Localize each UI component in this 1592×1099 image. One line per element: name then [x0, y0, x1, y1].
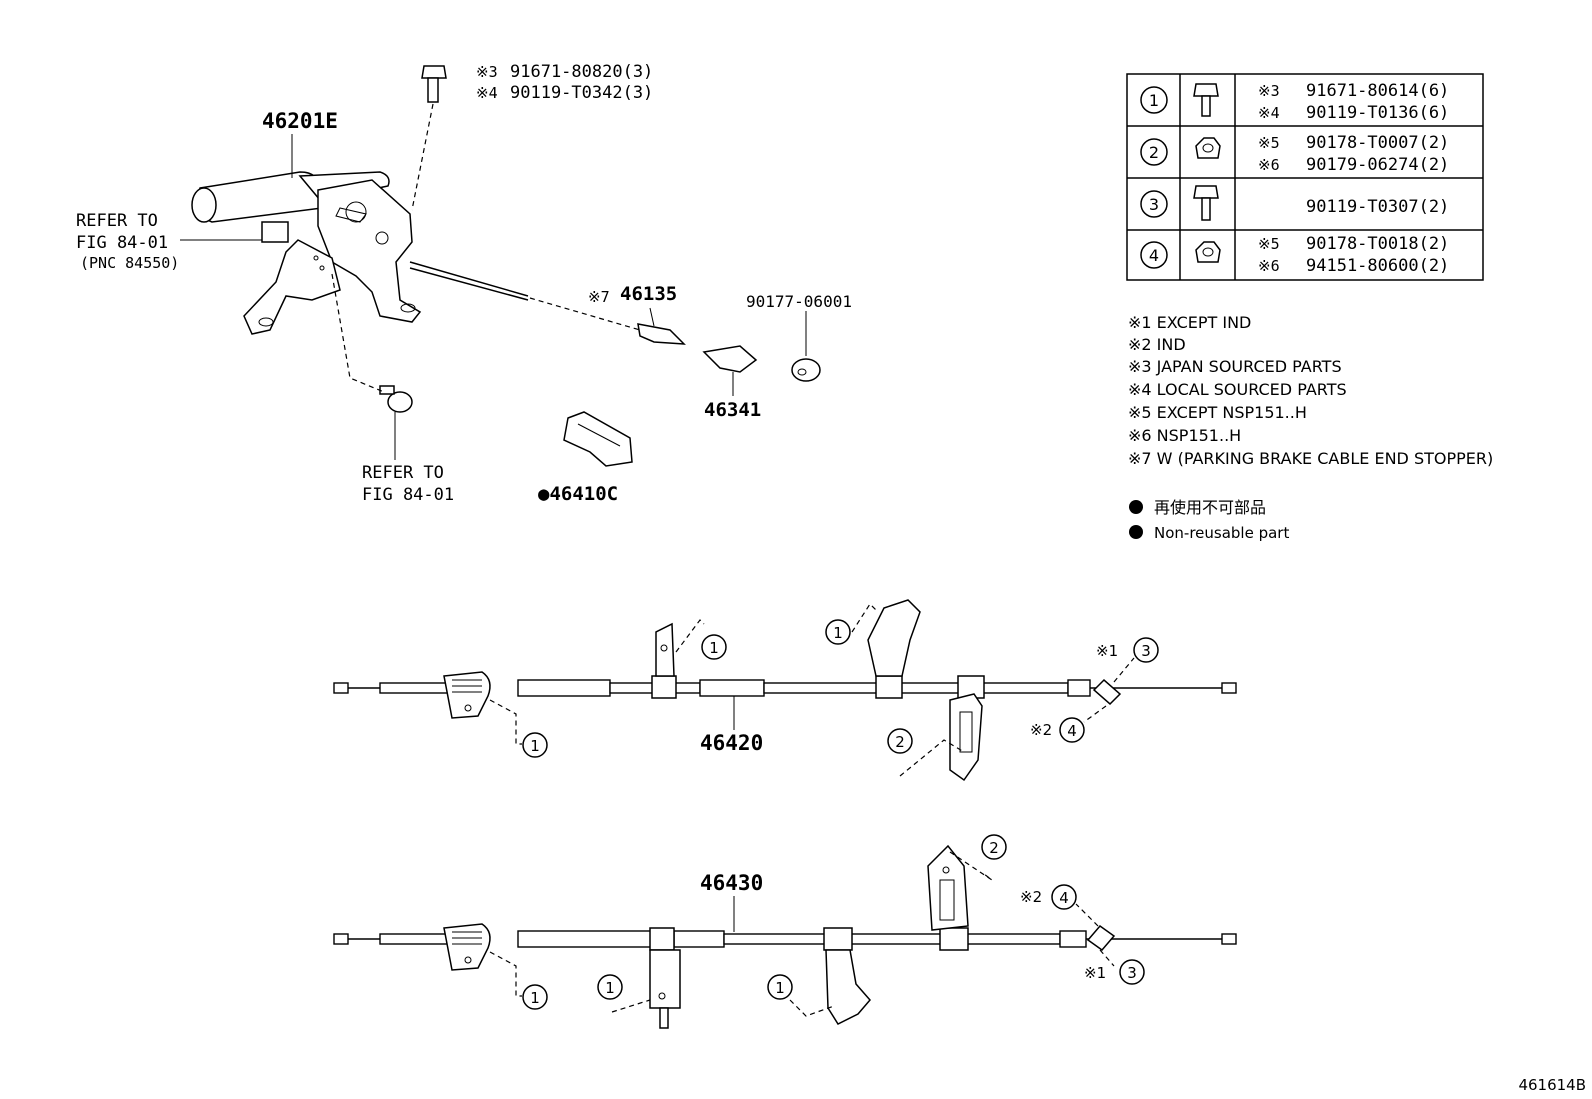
- callout-circle: [887, 728, 913, 754]
- callout-circle: [1119, 959, 1145, 985]
- footnote: ※3 JAPAN SOURCED PARTS: [1128, 357, 1342, 376]
- table-part: 90178-T0018(2): [1306, 234, 1449, 254]
- table-part: 90119-T0307(2): [1306, 197, 1449, 217]
- callout-number: 1: [530, 989, 540, 1007]
- callout-circle: [1051, 884, 1077, 910]
- clip-part-number: 46341: [704, 399, 761, 421]
- bolt-callout-part: 90119-T0342(3): [510, 83, 653, 103]
- cable-clip: [702, 345, 758, 396]
- callout-circle: [1059, 717, 1085, 743]
- callout-number: 1: [775, 979, 785, 997]
- row-number-circle: [1140, 86, 1168, 114]
- callout-number: 2: [989, 839, 999, 857]
- bolt-icon: [379, 385, 413, 413]
- nut-icon: [1195, 241, 1221, 263]
- callout-number: 1: [833, 624, 843, 642]
- footnote: ※5 EXCEPT NSP151..H: [1128, 403, 1307, 422]
- table-part: 91671-80614(6): [1306, 81, 1449, 101]
- table-mark: ※5: [1258, 235, 1280, 253]
- stopper-mark: ※7: [588, 288, 610, 306]
- footnote: ※2 IND: [1128, 335, 1186, 354]
- callout-circle: [522, 732, 548, 758]
- legend-english: Non-reusable part: [1154, 524, 1289, 542]
- stopper-part-number: 46135: [620, 283, 677, 305]
- row-number: 4: [1149, 246, 1159, 265]
- callout-number: 1: [709, 639, 719, 657]
- refer-fig-label: REFER TO: [76, 211, 158, 231]
- refer-fig-label: FIG 84-01: [76, 233, 168, 253]
- row-number: 1: [1149, 91, 1159, 110]
- table-part: 94151-80600(2): [1306, 256, 1449, 276]
- cable-assembly-lower: [333, 844, 1237, 1029]
- callout-number: 3: [1127, 964, 1137, 982]
- non-reusable-dot-icon: [1129, 500, 1143, 514]
- parking-brake-lever-assembly: [180, 65, 641, 460]
- callout-number: 2: [895, 733, 905, 751]
- table-part: 90178-T0007(2): [1306, 133, 1449, 153]
- callout-circle: [701, 634, 727, 660]
- bolt-icon: [1193, 185, 1219, 221]
- holder-part-number: ●46410C: [538, 483, 618, 505]
- bolt-callout-mark: ※3: [476, 63, 498, 81]
- callout-circle: [1133, 637, 1159, 663]
- bolt-icon: [421, 65, 447, 103]
- bolt-callout-mark: ※4: [476, 84, 498, 102]
- cable-upper-part-number: 46420: [700, 731, 763, 755]
- footnotes: ※1 EXCEPT IND ※2 IND ※3 JAPAN SOURCED PA…: [1128, 313, 1493, 468]
- cable-end-stopper: [637, 307, 686, 345]
- bolt-callout-part: 91671-80820(3): [510, 62, 653, 82]
- table-mark: ※4: [1258, 104, 1280, 122]
- callout-number: 4: [1067, 722, 1077, 740]
- refer-fig-label: REFER TO: [362, 463, 444, 483]
- table-mark: ※3: [1258, 82, 1280, 100]
- callout-number: 1: [530, 737, 540, 755]
- callout-circle: [825, 619, 851, 645]
- table-mark: ※5: [1258, 134, 1280, 152]
- row-number-circle: [1140, 138, 1168, 166]
- legend-japanese: 再使用不可部品: [1154, 498, 1266, 517]
- row-number-circle: [1140, 241, 1168, 269]
- table-part: 90179-06274(2): [1306, 155, 1449, 175]
- cable-holder: [563, 411, 633, 467]
- non-reusable-dot-icon: [1129, 525, 1143, 539]
- callout-number: 1: [605, 979, 615, 997]
- row-number-circle: [1140, 190, 1168, 218]
- callout-circle: [597, 974, 623, 1000]
- callout-circle: [522, 984, 548, 1010]
- end-mark: ※1: [1084, 964, 1106, 982]
- legend: 再使用不可部品 Non-reusable part: [1129, 498, 1289, 542]
- grommet-part-number: 90177-06001: [746, 292, 852, 311]
- row-number: 2: [1149, 143, 1159, 162]
- callout-number: 3: [1141, 642, 1151, 660]
- end-mark: ※2: [1030, 721, 1052, 739]
- cable-lower-part-number: 46430: [700, 871, 763, 895]
- end-mark: ※2: [1020, 888, 1042, 906]
- refer-fig-pnc: (PNC 84550): [80, 254, 179, 272]
- callout-circle: [981, 834, 1007, 860]
- refer-fig-label: FIG 84-01: [362, 485, 454, 505]
- bolt-icon: [1193, 83, 1219, 117]
- table-mark: ※6: [1258, 156, 1280, 174]
- table-part: 90119-T0136(6): [1306, 103, 1449, 123]
- row-number: 3: [1149, 195, 1159, 214]
- cable-assembly-upper: [333, 599, 1237, 782]
- footnote: ※6 NSP151..H: [1128, 426, 1241, 445]
- footnote: ※1 EXCEPT IND: [1128, 313, 1251, 332]
- callout-circle: [767, 974, 793, 1000]
- callout-number: 4: [1059, 889, 1069, 907]
- footnote: ※7 W (PARKING BRAKE CABLE END STOPPER): [1128, 449, 1493, 468]
- table-mark: ※6: [1258, 257, 1280, 275]
- diagram-code: 461614B: [1518, 1076, 1586, 1094]
- fastener-table: 1 ※3 91671-80614(6) ※4 90119-T0136(6) 2 …: [1126, 73, 1484, 281]
- nut-icon: [1195, 137, 1221, 159]
- end-mark: ※1: [1096, 642, 1118, 660]
- lever-part-number: 46201E: [262, 109, 338, 133]
- grommet: [791, 311, 821, 382]
- footnote: ※4 LOCAL SOURCED PARTS: [1128, 380, 1347, 399]
